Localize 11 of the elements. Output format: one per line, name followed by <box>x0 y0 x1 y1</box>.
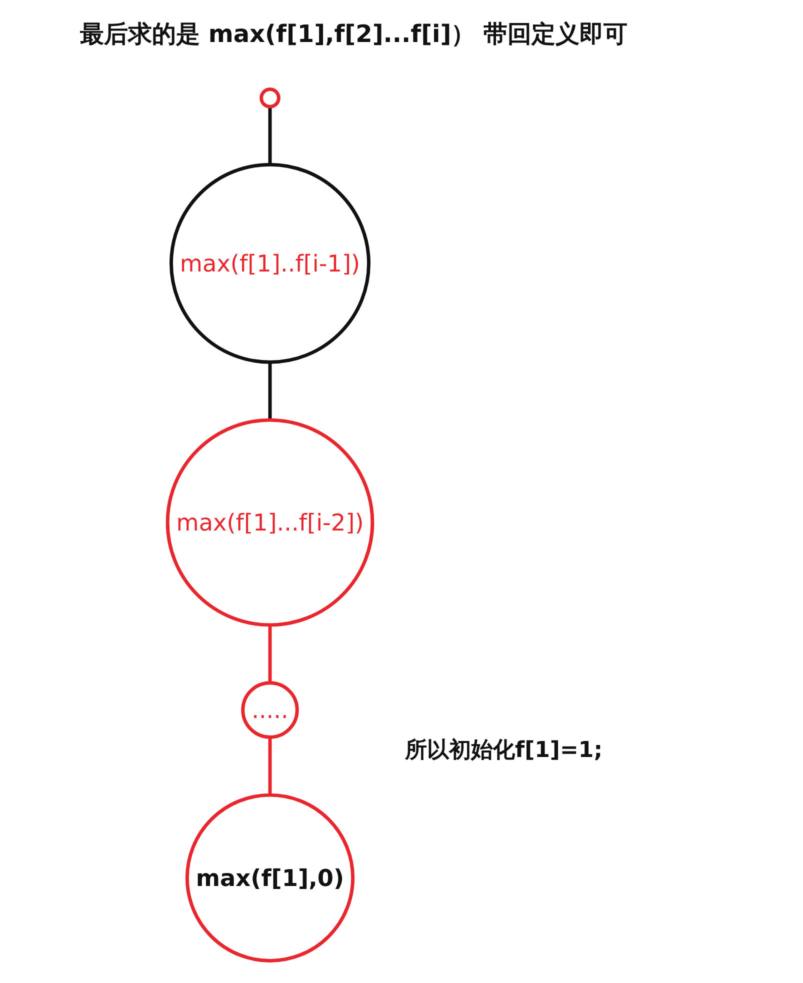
node-circle: max(f[1],0) <box>185 793 355 962</box>
title: 最后求的是 max(f[1],f[2]...f[i]） 带回定义即可 <box>80 19 628 50</box>
node-ellipse <box>260 88 280 108</box>
node-circle: max(f[1]..f[i-1]) <box>170 162 370 364</box>
node-circle: ..... <box>241 681 299 739</box>
connector <box>268 106 272 165</box>
note: 所以初始化f[1]=1; <box>405 737 603 765</box>
connector <box>268 624 272 683</box>
connector <box>268 737 272 796</box>
connector <box>268 362 272 420</box>
node-circle: max(f[1]...f[i-2]) <box>166 418 374 627</box>
